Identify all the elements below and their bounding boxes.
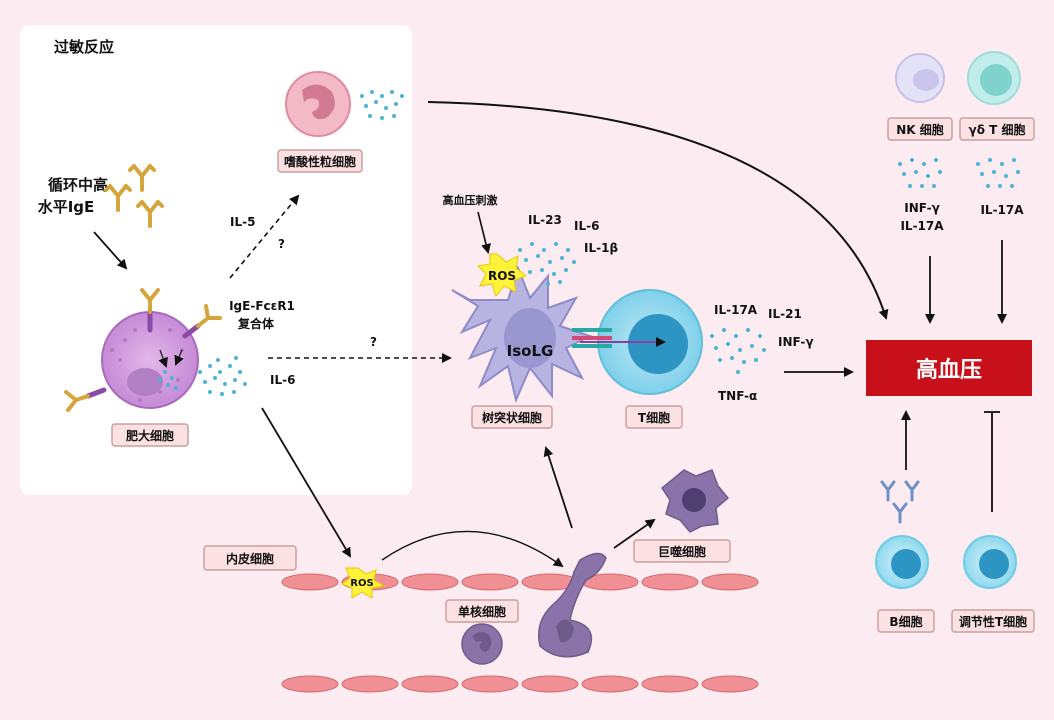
hypertension-label: 高血压	[916, 357, 982, 383]
il17a-t-label: IL-17A	[714, 303, 758, 317]
eosinophil-dots	[360, 90, 404, 120]
nk-cell-nucleus	[913, 69, 939, 91]
arrow-eosinophil-to-hypertension	[427, 101, 889, 320]
cytokine-dots-gd	[976, 158, 1020, 188]
monocyte-transmigrating	[538, 552, 607, 658]
gd-t-cell-label: γδ T 细胞	[969, 122, 1026, 137]
eosinophil-nucleus	[302, 84, 335, 120]
section-title: 过敏反应	[54, 38, 114, 56]
monocyte-label-box	[445, 599, 519, 623]
ige-complex-label-2: 复合体	[237, 316, 275, 331]
il6-dots-mast	[198, 356, 247, 396]
eosinophil-label-box	[277, 149, 363, 173]
b-cell-label: B细胞	[889, 614, 922, 629]
arrow-ros-to-monocyte	[381, 530, 564, 568]
cytokine-dots-t	[710, 328, 766, 374]
il6-dc-label: IL-6	[574, 219, 599, 233]
ige-fcer1-icon	[64, 288, 222, 412]
treg-label: 调节性T细胞	[959, 614, 1027, 629]
allergy-panel	[20, 25, 412, 495]
t-cell-label-box	[625, 405, 683, 429]
il1b-label: IL-1β	[584, 241, 618, 255]
il6-mast-label: IL-6	[270, 373, 295, 387]
endothelial-label-box	[203, 545, 297, 571]
tnfa-label: TNF-α	[718, 389, 757, 403]
ros-burst-endothelium	[340, 567, 386, 599]
il21-label: IL-21	[768, 307, 802, 321]
dendritic-cell-label: 树突状细胞	[482, 410, 542, 425]
arrow-il6-to-endothelium	[261, 407, 352, 558]
il5-label: IL-5	[230, 215, 255, 229]
macrophage-label: 巨噬细胞	[658, 544, 706, 559]
gd-t-cell-nucleus	[980, 64, 1012, 96]
monocyte-transmigrating-nucleus	[556, 619, 574, 643]
macrophage-nucleus	[682, 488, 706, 512]
mast-cell-label-box	[111, 423, 189, 447]
ige-complex-label-1: IgE-FcεR1	[229, 299, 295, 313]
inhibition-treg-to-hypertension	[984, 411, 1000, 512]
ros-burst-dc	[476, 253, 528, 298]
monocyte-nucleus	[472, 632, 492, 652]
b-cell-label-box	[877, 609, 935, 633]
nk-cell-label-box	[887, 117, 953, 141]
hypertension-box	[866, 340, 1032, 396]
infg-t-label: INF-γ	[778, 335, 814, 349]
dendritic-cell-nucleus	[504, 308, 556, 368]
gd-t-cell-label-box	[959, 117, 1035, 141]
b-cell-nucleus	[891, 549, 921, 579]
mast-degranulation-arrows	[158, 349, 184, 368]
t-cell-nucleus	[628, 314, 688, 374]
arrow-stimulus-to-dc	[477, 211, 491, 254]
mast-cell-label: 肥大细胞	[126, 428, 174, 443]
ros-dc-label: ROS	[488, 269, 516, 283]
endothelial-label: 内皮细胞	[226, 551, 274, 566]
question-label-2: ?	[370, 335, 377, 349]
nk-il17a-label: IL-17A	[900, 219, 944, 233]
b-cell-antibody-icon	[880, 480, 920, 524]
monocyte-label: 单核细胞	[458, 604, 506, 619]
il23-label: IL-23	[528, 213, 562, 227]
cytokine-dots-nk	[898, 158, 942, 188]
arrow-monocyte-to-macrophage	[613, 518, 656, 549]
t-cell-label: T细胞	[638, 410, 670, 425]
cytokine-dots-dc	[518, 242, 576, 286]
ros-endothelium-label: ROS	[350, 578, 373, 589]
eosinophil-cell	[285, 71, 351, 137]
high-ige-label-1: 循环中高	[48, 176, 108, 194]
treg-cell-nucleus	[979, 549, 1009, 579]
treg-label-box	[951, 609, 1035, 633]
arrow-monocyte-to-dc	[543, 446, 573, 529]
tcr-mhc-interaction	[572, 328, 666, 348]
nk-infg-label: INF-γ	[904, 201, 940, 215]
dendritic-label-box	[471, 405, 553, 429]
gd-il17a-label: IL-17A	[980, 203, 1024, 217]
ht-stimulus-label: 高血压刺激	[443, 193, 498, 207]
eosinophil-label: 嗜酸性粒细胞	[284, 154, 356, 169]
nk-cell-label: NK 细胞	[896, 122, 944, 137]
endothelium-bottom	[281, 675, 759, 693]
macrophage-label-box	[633, 539, 731, 563]
isolg-label: IsoLG	[507, 342, 554, 360]
ige-antibody-icon	[104, 164, 164, 228]
question-label-1: ?	[278, 237, 285, 251]
mast-cell-nucleus	[127, 368, 163, 396]
high-ige-label-2: 水平IgE	[38, 198, 95, 216]
mast-cell-granule-cluster	[158, 370, 178, 390]
arrow-ige-to-mast	[93, 231, 128, 270]
